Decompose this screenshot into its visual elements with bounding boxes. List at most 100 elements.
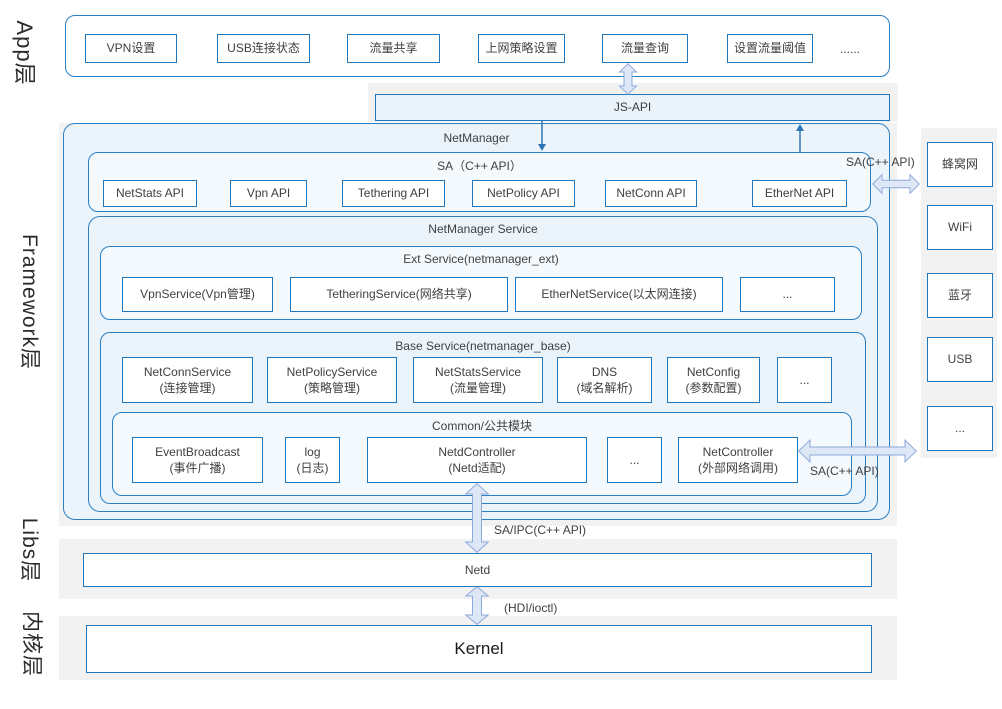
layer-label-kernel: 内核层	[20, 611, 43, 677]
box-netcontroller: NetController (外部网络调用)	[678, 437, 798, 483]
box-vpn-settings: VPN设置	[85, 34, 177, 63]
box-usb: USB	[927, 337, 993, 382]
box-label: TetheringService(网络共享)	[326, 287, 472, 302]
box-subtitle: (流量管理)	[450, 381, 506, 395]
box-label: 流量查询	[620, 41, 669, 56]
box-dns: DNS (域名解析)	[557, 357, 652, 403]
box-tethering-service: TetheringService(网络共享)	[290, 277, 508, 312]
layer-label-framework: Framework层	[18, 233, 41, 371]
box-log: log (日志)	[285, 437, 340, 483]
box-subtitle: (外部网络调用)	[698, 461, 778, 475]
arrow-sa-cellular	[871, 173, 921, 195]
hdi-ioctl-label: (HDI/ioctl)	[504, 601, 558, 615]
box-traffic-sharing: 流量共享	[347, 34, 440, 63]
box-vpn-service: VpnService(Vpn管理)	[122, 277, 273, 312]
box-subtitle: (Netd适配)	[448, 461, 506, 475]
layer-label-app: App层	[12, 20, 37, 86]
app-more-ellipsis: ......	[840, 42, 861, 56]
box-title: log	[304, 444, 321, 459]
box-wifi: WiFi	[927, 205, 993, 250]
box-subtitle: (日志)	[296, 461, 329, 475]
box-label: VPN设置	[106, 41, 156, 56]
box-label: USB连接状态	[227, 41, 300, 56]
box-label: EtherNetService(以太网连接)	[541, 287, 697, 302]
box-label: ...	[954, 421, 965, 436]
box-label: NetPolicy API	[487, 186, 560, 201]
box-label: 流量共享	[369, 41, 418, 56]
box-netdcontroller: NetdController (Netd适配)	[367, 437, 587, 483]
box-transport-more: ...	[927, 406, 993, 451]
box-title: NetConnService	[143, 364, 232, 379]
arrow-netdcontroller-netd	[464, 483, 490, 553]
netd-bar: Netd	[83, 553, 872, 587]
netmanager-service-title: NetManager Service	[428, 222, 538, 236]
box-net-policy-settings: 上网策略设置	[478, 34, 565, 63]
box-label: 蜂窝网	[941, 157, 978, 172]
box-title: NetController	[702, 444, 774, 459]
box-common-more: ...	[607, 437, 662, 483]
box-title: NetStatsService	[434, 364, 522, 379]
box-base-more: ...	[777, 357, 832, 403]
base-service-title: Base Service(netmanager_base)	[395, 339, 571, 353]
box-tethering-api: Tethering API	[342, 180, 445, 207]
box-netpolicy-service: NetPolicyService (策略管理)	[267, 357, 397, 403]
box-ethernet-api: EtherNet API	[752, 180, 847, 207]
box-title: NetConfig	[686, 364, 741, 379]
box-label: WiFi	[948, 220, 972, 235]
box-traffic-threshold: 设置流量阈值	[727, 34, 813, 63]
box-label: 蓝牙	[947, 288, 972, 303]
box-netconn-service: NetConnService (连接管理)	[122, 357, 253, 403]
js-api-label: JS-API	[613, 100, 652, 115]
box-title: ...	[799, 372, 810, 387]
arrow-jsapi-down-icon	[538, 120, 546, 151]
arrow-app-jsapi	[618, 63, 638, 95]
box-label: EtherNet API	[764, 186, 835, 201]
arrow-sa-up-icon	[796, 124, 804, 153]
box-label: NetConn API	[616, 186, 686, 201]
box-label: USB	[947, 352, 973, 367]
sa-cpp-api-bottom-label: SA(C++ API)	[810, 464, 879, 478]
box-title: DNS	[591, 364, 618, 379]
box-netstats-api: NetStats API	[103, 180, 197, 207]
sa-ipc-label: SA/IPC(C++ API)	[494, 523, 587, 537]
kernel-label: Kernel	[454, 638, 504, 658]
ext-service-title: Ext Service(netmanager_ext)	[403, 252, 559, 266]
layer-label-libs: Libs层	[18, 517, 41, 583]
box-subtitle: (策略管理)	[304, 381, 360, 395]
box-netstats-service: NetStatsService (流量管理)	[413, 357, 543, 403]
box-vpn-api: Vpn API	[230, 180, 307, 207]
box-title: EventBroadcast	[155, 444, 240, 459]
box-traffic-query: 流量查询	[602, 34, 688, 63]
netd-label: Netd	[464, 562, 491, 577]
box-label: ...	[782, 287, 793, 302]
sa-cpp-api-top-label: SA(C++ API)	[846, 155, 915, 169]
box-netconn-api: NetConn API	[605, 180, 697, 207]
box-bluetooth: 蓝牙	[927, 273, 993, 318]
box-subtitle: (事件广播)	[169, 461, 226, 475]
box-title: NetdController	[438, 444, 516, 459]
box-title: ...	[629, 452, 640, 467]
box-label: VpnService(Vpn管理)	[140, 287, 255, 302]
box-subtitle: (参数配置)	[685, 381, 742, 395]
box-label: 设置流量阈值	[733, 41, 806, 56]
box-ext-more: ...	[740, 277, 835, 312]
arrow-netd-kernel	[464, 586, 490, 625]
kernel-bar: Kernel	[86, 625, 872, 673]
box-eventbroadcast: EventBroadcast (事件广播)	[132, 437, 263, 483]
sa-title: SA（C++ API）	[437, 159, 522, 173]
box-label: 上网策略设置	[485, 41, 558, 56]
common-title: Common/公共模块	[431, 419, 532, 433]
box-label: Vpn API	[246, 186, 291, 201]
box-netpolicy-api: NetPolicy API	[472, 180, 575, 207]
box-title: NetPolicyService	[286, 364, 378, 379]
box-cellular: 蜂窝网	[927, 142, 993, 187]
box-usb-connect-status: USB连接状态	[217, 34, 310, 63]
js-api-bar: JS-API	[375, 94, 890, 121]
box-subtitle: (域名解析)	[576, 381, 633, 395]
arrow-netcontroller-transports	[797, 438, 918, 464]
netmanager-title: NetManager	[443, 131, 510, 145]
box-subtitle: (连接管理)	[159, 381, 216, 395]
box-ethernet-service: EtherNetService(以太网连接)	[515, 277, 723, 312]
box-netconfig: NetConfig (参数配置)	[667, 357, 760, 403]
